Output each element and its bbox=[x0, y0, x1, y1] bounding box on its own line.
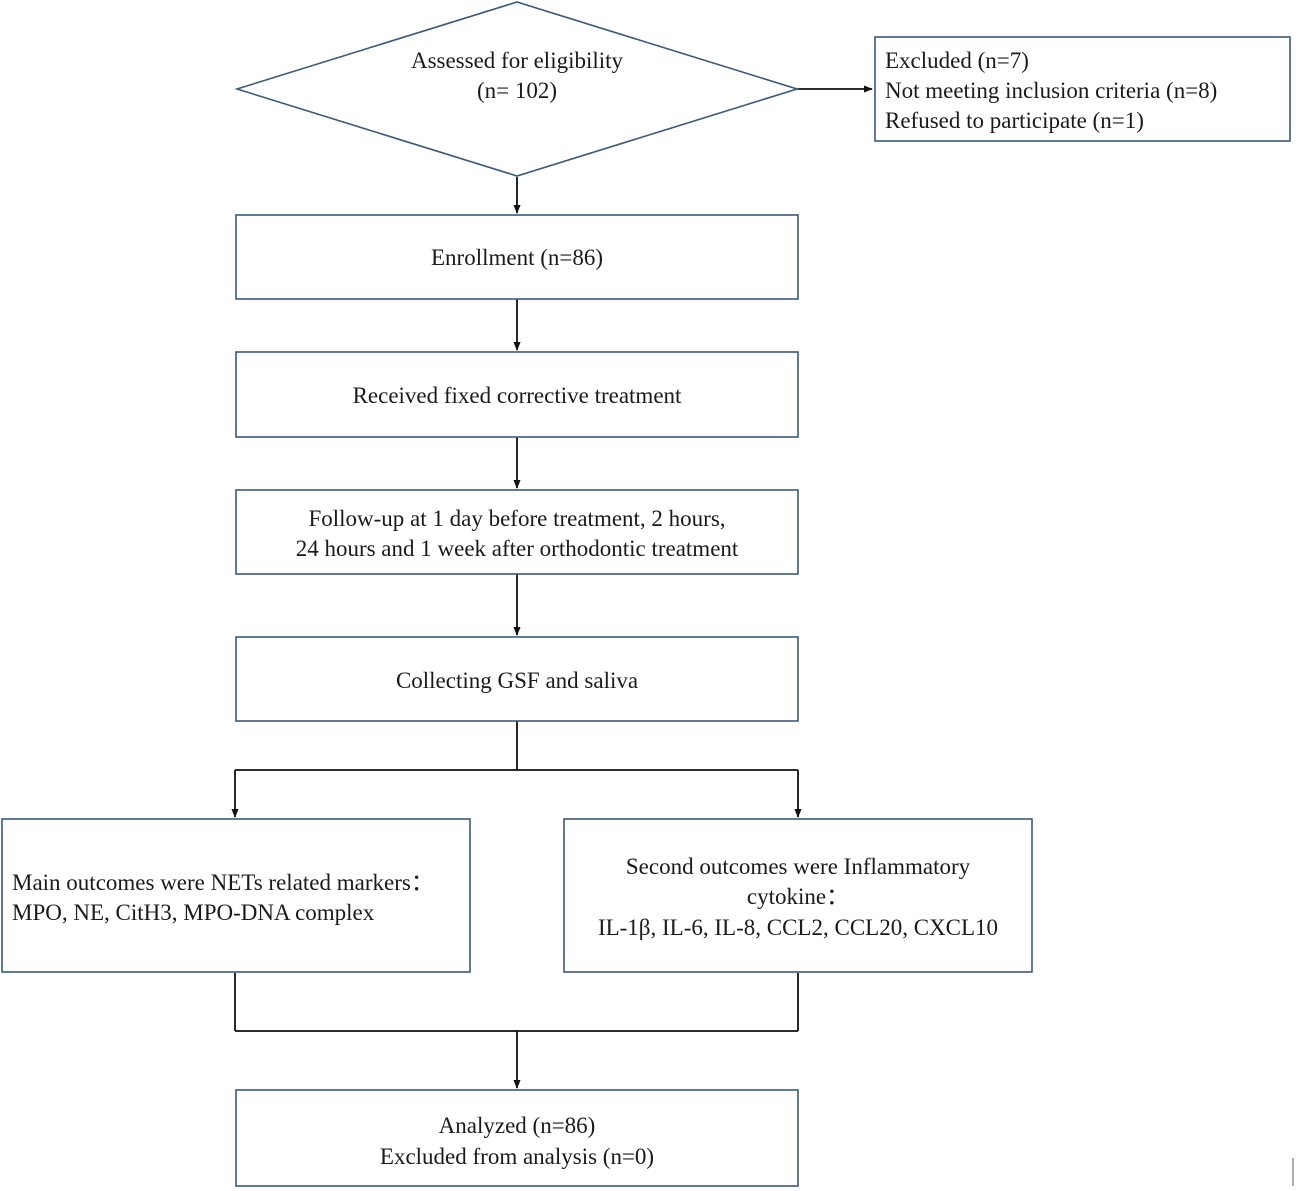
excluded-refused: Refused to participate (n=1) bbox=[885, 108, 1144, 133]
followup-box bbox=[235, 489, 799, 575]
eligibility-count: (n= 102) bbox=[477, 78, 557, 103]
excluded-node: Excluded (n=7) Not meeting inclusion cri… bbox=[874, 36, 1291, 142]
enrollment-box bbox=[235, 214, 799, 300]
main-outcomes-line2: MPO, NE, CitH3, MPO-DNA complex bbox=[12, 900, 375, 925]
analyzed-label: Analyzed (n=86) bbox=[439, 1113, 596, 1138]
second-outcomes-node: Second outcomes were Inflammatory cytoki… bbox=[563, 818, 1033, 973]
second-outcomes-line3: IL-1β, IL-6, IL-8, CCL2, CCL20, CXCL10 bbox=[598, 915, 998, 940]
eligibility-label: Assessed for eligibility bbox=[411, 48, 624, 73]
main-outcomes-box bbox=[1, 818, 471, 973]
treatment-label: Received fixed corrective treatment bbox=[353, 383, 682, 408]
collecting-node: Collecting GSF and saliva bbox=[235, 636, 799, 722]
second-outcomes-line2: cytokine： bbox=[747, 884, 849, 909]
eligibility-node: Assessed for eligibility (n= 102) bbox=[234, 1, 800, 177]
collecting-label: Collecting GSF and saliva bbox=[396, 668, 638, 693]
excluded-criteria: Not meeting inclusion criteria (n=8) bbox=[885, 78, 1217, 103]
enrollment-label: Enrollment (n=86) bbox=[431, 245, 603, 270]
analyzed-excluded: Excluded from analysis (n=0) bbox=[380, 1144, 654, 1169]
enrollment-node: Enrollment (n=86) bbox=[235, 214, 799, 300]
eligibility-diamond bbox=[234, 1, 800, 177]
edges bbox=[231, 85, 873, 1089]
second-outcomes-line1: Second outcomes were Inflammatory bbox=[626, 854, 971, 879]
treatment-box bbox=[235, 351, 799, 438]
analyzed-box bbox=[235, 1089, 799, 1187]
second-outcomes-box bbox=[563, 818, 1033, 973]
treatment-node: Received fixed corrective treatment bbox=[235, 351, 799, 438]
analyzed-node: Analyzed (n=86) Excluded from analysis (… bbox=[235, 1089, 799, 1187]
followup-node: Follow-up at 1 day before treatment, 2 h… bbox=[235, 489, 799, 575]
followup-line1: Follow-up at 1 day before treatment, 2 h… bbox=[308, 506, 725, 531]
collecting-box bbox=[235, 636, 799, 722]
excluded-total: Excluded (n=7) bbox=[885, 48, 1029, 73]
followup-line2: 24 hours and 1 week after orthodontic tr… bbox=[296, 536, 739, 561]
excluded-box bbox=[874, 36, 1291, 142]
main-outcomes-node: Main outcomes were NETs related markers：… bbox=[1, 818, 471, 973]
main-outcomes-line1: Main outcomes were NETs related markers： bbox=[12, 870, 434, 895]
